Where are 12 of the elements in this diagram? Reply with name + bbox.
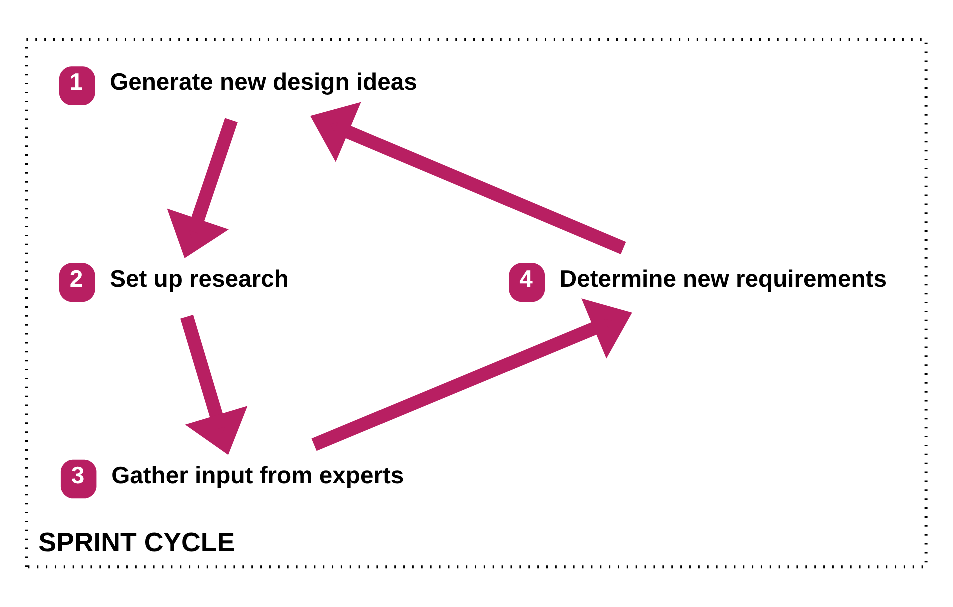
arrow [180, 315, 248, 456]
node-label: Generate new design ideas [110, 69, 418, 96]
node-box: 4 [509, 263, 546, 302]
arrow [310, 102, 626, 254]
node-box: 3 [60, 460, 97, 499]
node-label: Determine new requirements [560, 266, 887, 293]
node-box: 2 [59, 263, 96, 302]
node-box: 1 [59, 66, 96, 106]
arrow [167, 118, 238, 258]
node-label: Gather input from experts [112, 462, 404, 490]
arrow [312, 298, 632, 452]
node-label: Set up research [110, 266, 289, 293]
